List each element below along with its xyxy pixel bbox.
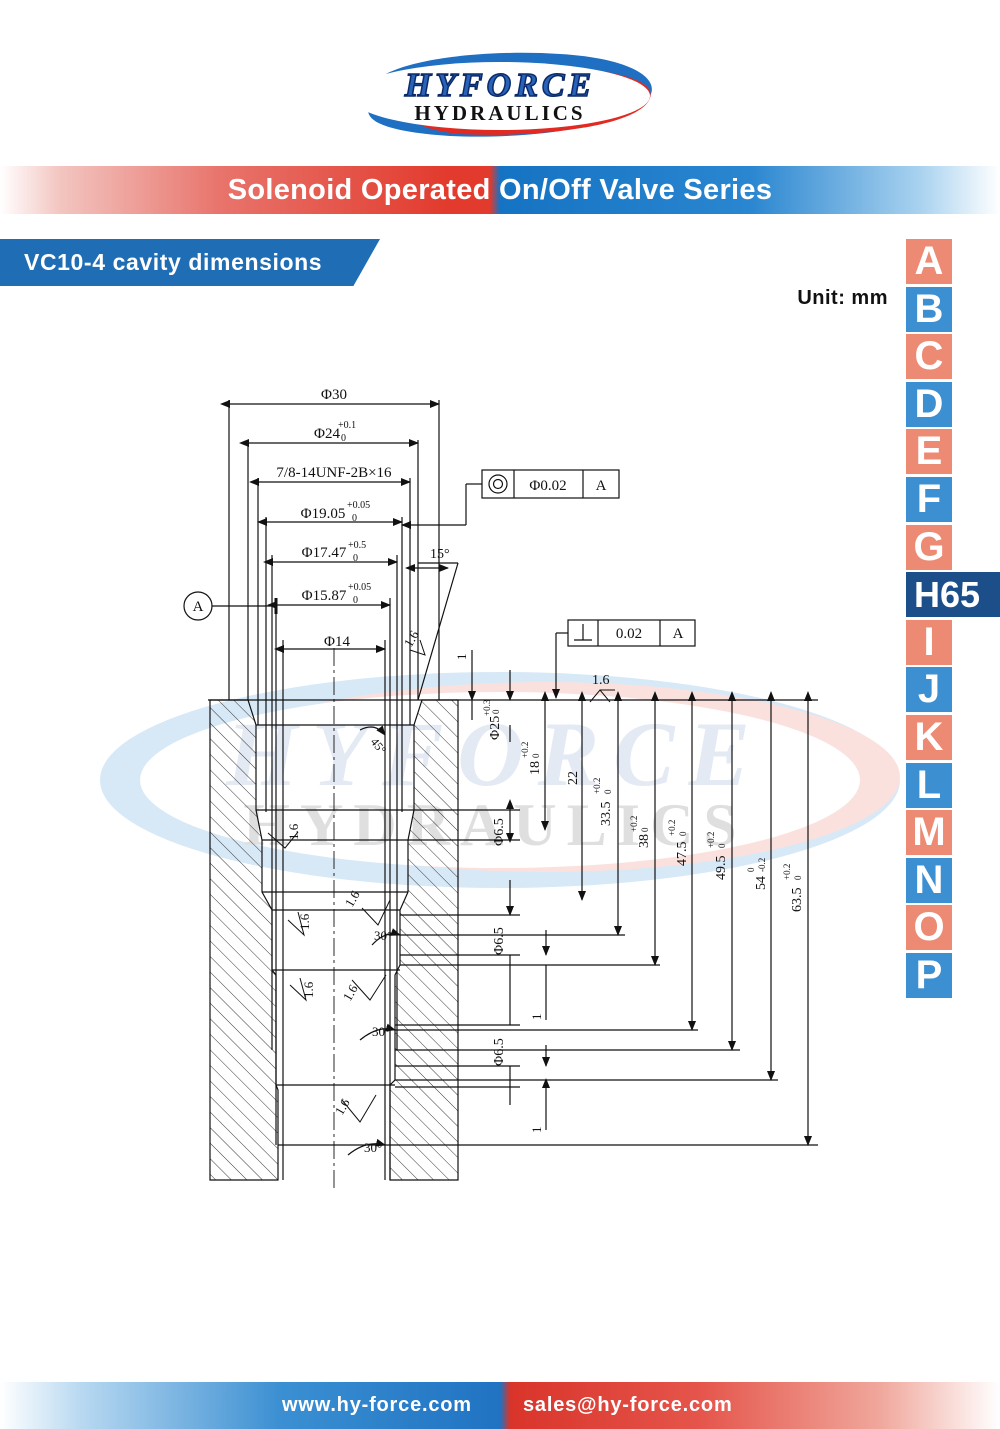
dim-one-top: 1 (454, 654, 469, 661)
dim-49: 49.5 (714, 856, 729, 881)
dim-33-tol: +0.2 (592, 778, 602, 794)
angle-15-label: 15° (430, 547, 450, 562)
unit-label: Unit: mm (797, 287, 888, 309)
dim-63: 63.5 (790, 888, 805, 913)
dim-dia17-tol2: 0 (353, 553, 358, 564)
dim-18: 18 (528, 761, 543, 775)
dim-25: Φ25 (488, 716, 503, 740)
angle-30-label-2: 30° (372, 1024, 390, 1039)
roughness-4: 1.6 (401, 627, 422, 649)
datum-a-label: A (193, 599, 204, 615)
footer-website-link[interactable]: www.hy-force.com (282, 1394, 472, 1416)
dim-63-tol2: 0 (793, 875, 803, 880)
logo-line1: HYFORCE (404, 67, 595, 104)
section-tab (0, 239, 380, 286)
index-letter-i[interactable]: I (906, 619, 952, 665)
dim-one-bottom: 1 (529, 1127, 544, 1134)
roughness-top: 1.6 (592, 673, 610, 688)
index-letter-h65[interactable]: H65 (906, 572, 1000, 618)
index-letter-b[interactable]: B (906, 286, 952, 332)
dim-dia24-tol: +0.1 (338, 420, 356, 431)
logo-line2: HYDRAULICS (414, 101, 585, 125)
index-letter-d[interactable]: D (906, 381, 952, 427)
perpendicularity-datum: A (673, 626, 684, 642)
index-letter-p[interactable]: P (906, 952, 952, 998)
index-letter-c[interactable]: C (906, 334, 952, 380)
dim-dia24: Φ24 (314, 426, 340, 442)
dim-dia30: Φ30 (321, 387, 347, 403)
watermark-line1: HYFORCE (225, 703, 764, 805)
concentricity-value: Φ0.02 (529, 478, 566, 494)
dim-54-tol: 0 (746, 867, 756, 872)
dim-33-tol2: 0 (603, 789, 613, 794)
dim-18-tol2: 0 (531, 753, 541, 758)
dim-dia14: Φ14 (324, 634, 350, 650)
index-letter-f[interactable]: F (906, 476, 952, 522)
dim-18-tol: +0.2 (520, 742, 530, 758)
index-letter-g[interactable]: G (906, 524, 952, 570)
dim-dia17-tol: +0.5 (348, 540, 366, 551)
dim-38: 38 (637, 834, 652, 848)
dim-22: 22 (566, 771, 581, 785)
dim-dia15-tol2: 0 (353, 595, 358, 606)
page-title: Solenoid Operated On/Off Valve Series (227, 174, 773, 206)
dim-49-tol: +0.2 (706, 832, 716, 848)
dim-25-tol: +0.3 (482, 699, 492, 716)
port-dim-2: Φ6.5 (492, 927, 507, 955)
dim-25-tol2: 0 (491, 709, 501, 714)
dim-47-tol: +0.2 (667, 820, 677, 836)
perpendicularity-value: 0.02 (616, 626, 642, 642)
dim-dia15: Φ15.87 (302, 588, 347, 604)
dim-dia19-tol2: 0 (352, 513, 357, 524)
index-letter-j[interactable]: J (906, 667, 952, 713)
concentricity-datum: A (596, 478, 607, 494)
angle-30-label-3: 30° (364, 1140, 382, 1155)
hyforce-logo: HYFORCE HYDRAULICS (350, 52, 652, 137)
body-hatch-right (389, 699, 459, 1181)
footer-email-link[interactable]: sales@hy-force.com (523, 1394, 733, 1416)
roughness-7: 1.6 (332, 1095, 353, 1117)
dim-54: 54 (754, 876, 769, 890)
index-letter-k[interactable]: K (906, 714, 952, 760)
roughness-1: 1.6 (286, 823, 301, 840)
index-letter-e[interactable]: E (906, 429, 952, 475)
dim-dia19-tol: +0.05 (347, 500, 370, 511)
roughness-5: 1.6 (342, 887, 363, 909)
dim-dia19: Φ19.05 (301, 506, 346, 522)
port-dim-1: Φ6.5 (492, 818, 507, 846)
index-letter-l[interactable]: L (906, 762, 952, 808)
index-letter-a[interactable]: A (906, 239, 952, 284)
dim-dia17: Φ17.47 (302, 545, 347, 561)
index-letter-n[interactable]: N (906, 857, 952, 903)
dim-47-tol2: 0 (678, 831, 688, 836)
roughness-2: 1.6 (297, 913, 312, 930)
dim-54-tol2: -0.2 (757, 858, 767, 872)
dim-47: 47.5 (675, 842, 690, 867)
body-hatch-left (209, 699, 279, 1181)
index-letter-m[interactable]: M (906, 810, 952, 856)
footer-band (0, 1382, 1000, 1429)
roughness-3: 1.6 (301, 981, 316, 998)
port-dim-3: Φ6.5 (492, 1038, 507, 1066)
section-title: VC10-4 cavity dimensions (24, 249, 323, 275)
roughness-6: 1.6 (340, 981, 361, 1003)
dim-one-mid: 1 (529, 1014, 544, 1021)
dim-38-tol: +0.2 (629, 816, 639, 832)
dim-dia15-tol: +0.05 (348, 582, 371, 593)
angle-45-label: 45° (368, 735, 390, 757)
dim-thread: 7/8-14UNF-2B×16 (276, 465, 392, 481)
index-letter-o[interactable]: O (906, 905, 952, 951)
dim-49-tol2: 0 (717, 843, 727, 848)
dim-33: 33.5 (599, 802, 614, 827)
dim-38-tol2: 0 (640, 827, 650, 832)
title-band (0, 166, 1000, 214)
dim-dia24-tol2: 0 (341, 433, 346, 444)
angle-30-label-1: 30° (374, 928, 392, 943)
dim-63-tol: +0.2 (782, 864, 792, 880)
